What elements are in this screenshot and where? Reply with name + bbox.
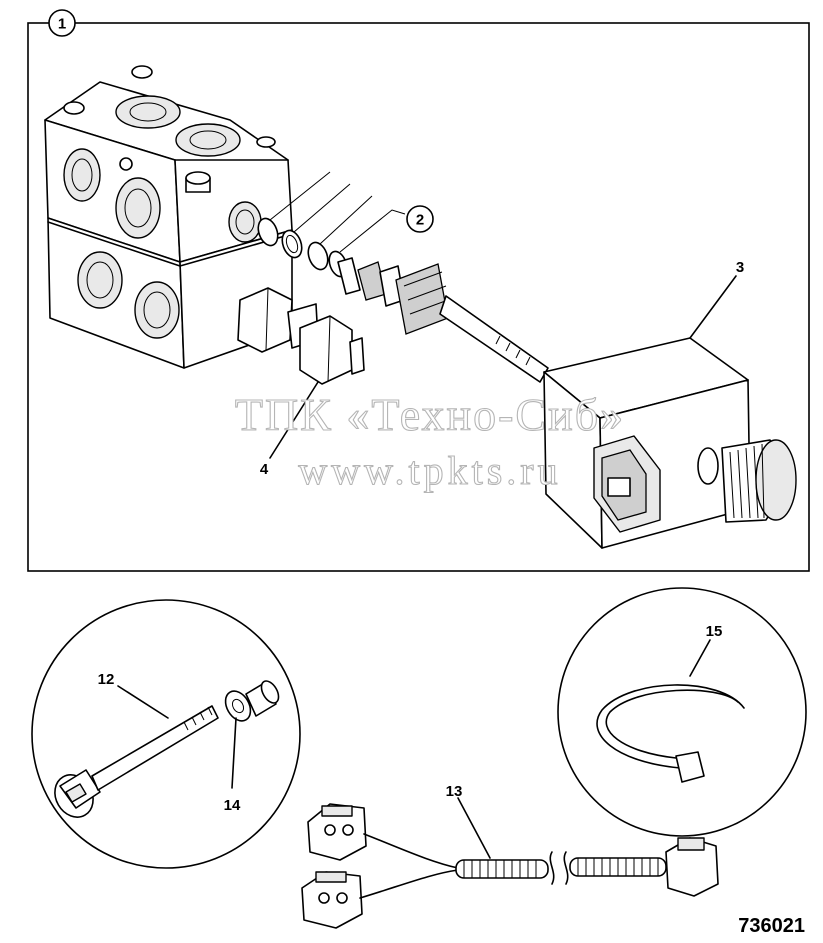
solenoid-coil xyxy=(543,337,797,549)
figure-number: 736021 xyxy=(738,915,805,937)
tie-bolt-leader xyxy=(117,685,169,719)
assembly-frame xyxy=(27,22,810,572)
assembly-marker-label: 1 xyxy=(58,16,66,33)
pressure-switch-callout: 4 xyxy=(260,461,269,478)
wiring-harness xyxy=(301,803,719,929)
wiring-harness-callout: 13 xyxy=(446,783,463,800)
wiring-harness-leader xyxy=(457,797,491,859)
seal-marker: 2 xyxy=(406,205,434,233)
cable-tie-detail xyxy=(557,587,807,837)
watermark-company: ТПК «Техно-Сиб» xyxy=(235,389,625,440)
solenoid-callout: 3 xyxy=(736,259,744,276)
seal-rings xyxy=(257,171,406,278)
washer-leader xyxy=(231,717,237,789)
cable-tie-leader xyxy=(689,639,711,677)
tie-bolt-callout: 12 xyxy=(98,671,115,688)
solenoid-leader xyxy=(689,275,737,339)
pressure-switch xyxy=(237,287,365,385)
cartridge-valve xyxy=(337,257,549,383)
valve-block xyxy=(44,65,293,369)
watermark-website: www.tpkts.ru xyxy=(298,448,561,493)
cable-tie-callout: 15 xyxy=(706,623,723,640)
seal-marker-label: 2 xyxy=(416,212,424,229)
assembly-marker: 1 xyxy=(48,9,76,37)
washer-callout: 14 xyxy=(224,797,241,814)
tie-bolt-detail xyxy=(31,599,301,869)
pressure-switch-leader xyxy=(269,381,319,459)
